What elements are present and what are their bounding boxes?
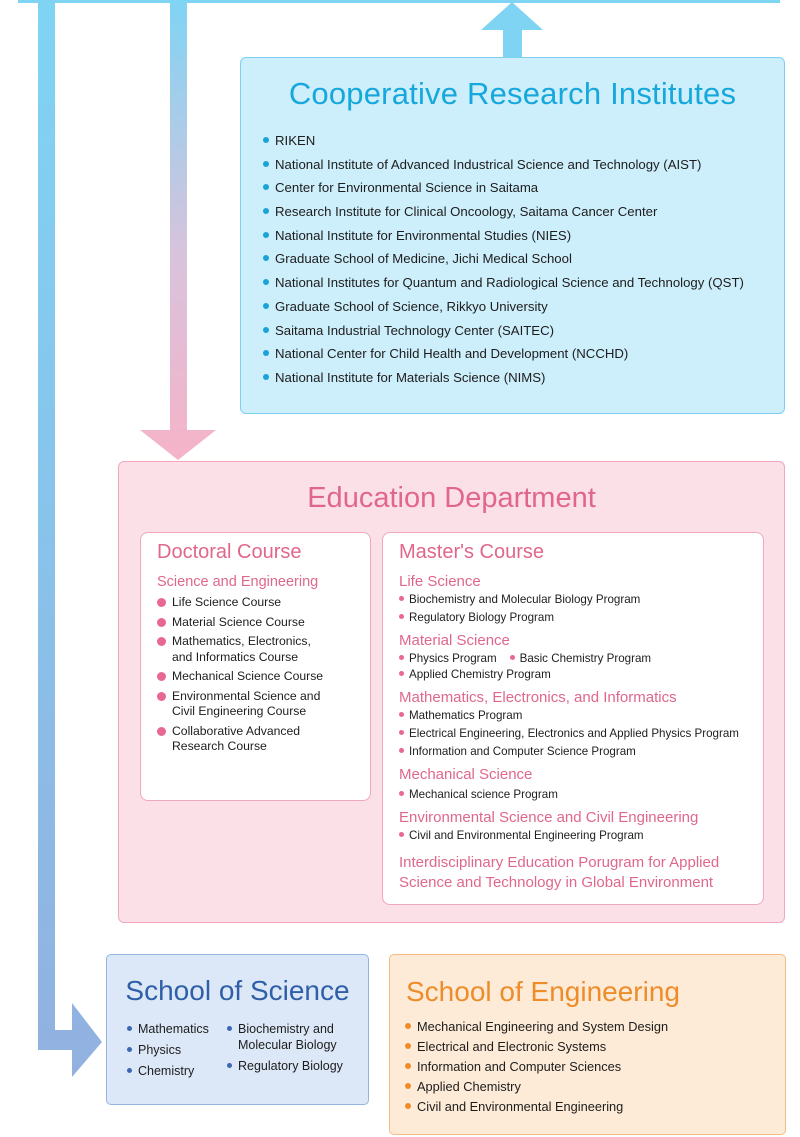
- engineering-list: Mechanical Engineering and System Design…: [405, 1017, 668, 1117]
- cri-item: National Institutes for Quantum and Radi…: [263, 271, 744, 295]
- school-of-science-box: School of Science Mathematics Physics Ch…: [106, 954, 369, 1105]
- bullet-icon: [263, 373, 269, 380]
- ms-mechanical-title: Mechanical Science: [399, 766, 533, 783]
- cri-item: Center for Environmental Science in Sait…: [263, 176, 744, 200]
- top-connector-bar: [18, 0, 780, 3]
- doctoral-title: Doctoral Course: [157, 541, 302, 563]
- bullet-icon: [263, 231, 269, 238]
- bullet-icon: [227, 1026, 232, 1031]
- cri-item: National Center for Child Health and Dev…: [263, 342, 744, 366]
- engineering-item: Information and Computer Sciences: [405, 1057, 668, 1077]
- arrow-to-science: [38, 0, 102, 1077]
- bullet-icon: [263, 279, 269, 286]
- ms-material-science-title: Material Science: [399, 632, 510, 649]
- engineering-item: Applied Chemistry: [405, 1077, 668, 1097]
- bullet-icon: [405, 1063, 411, 1069]
- doctoral-course-list: Life Science Course Material Science Cou…: [157, 595, 323, 759]
- bullet-icon: [405, 1083, 411, 1089]
- bullet-icon: [399, 614, 404, 619]
- bullet-icon: [263, 160, 269, 167]
- cri-item: National Institute of Advanced Industric…: [263, 153, 744, 177]
- ms-program-item: Mechanical science Program: [399, 788, 558, 801]
- ms-program-item: Regulatory Biology Program: [399, 611, 554, 624]
- bullet-icon: [399, 671, 404, 676]
- bullet-icon: [399, 832, 404, 837]
- engineering-item: Mechanical Engineering and System Design: [405, 1017, 668, 1037]
- bullet-icon: [399, 596, 404, 601]
- doctoral-item: Life Science Course: [157, 595, 323, 611]
- school-of-engineering-box: School of Engineering Mechanical Enginee…: [389, 954, 786, 1135]
- bullet-icon: [399, 712, 404, 717]
- bullet-icon: [405, 1103, 411, 1109]
- bullet-icon: [263, 326, 269, 333]
- doctoral-item: Mathematics, Electronics,and Informatics…: [157, 634, 323, 665]
- bullet-icon: [263, 184, 269, 191]
- bullet-icon: [405, 1043, 411, 1049]
- engineering-item: Electrical and Electronic Systems: [405, 1037, 668, 1057]
- ms-mathematics-title: Mathematics, Electronics, and Informatic…: [399, 689, 677, 706]
- engineering-item: Civil and Environmental Engineering: [405, 1097, 668, 1117]
- science-title: School of Science: [125, 975, 350, 1006]
- doctoral-subtitle: Science and Engineering: [157, 574, 319, 590]
- bullet-icon: [263, 255, 269, 262]
- up-arrow-to-cri: [481, 2, 543, 57]
- masters-course-panel: Master's Course Life Science Biochemistr…: [382, 532, 764, 905]
- bullet-icon: [263, 208, 269, 215]
- cri-item: Research Institute for Clinical Oncoolog…: [263, 200, 744, 224]
- cri-item: National Institute for Environmental Stu…: [263, 224, 744, 248]
- doctoral-item: Mechanical Science Course: [157, 669, 323, 685]
- cri-item: RIKEN: [263, 129, 744, 153]
- edu-title: Education Department: [307, 482, 596, 514]
- bullet-icon: [263, 137, 269, 143]
- bullet-icon: [127, 1047, 132, 1052]
- education-department-box: Education Department Doctoral Course Sci…: [118, 461, 785, 923]
- ms-life-science-title: Life Science: [399, 573, 481, 590]
- bullet-icon: [399, 730, 404, 735]
- ms-program-item: Biochemistry and Molecular Biology Progr…: [399, 593, 640, 606]
- bullet-icon: [227, 1063, 232, 1068]
- cri-item: Graduate School of Science, Rikkyo Unive…: [263, 295, 744, 319]
- bullet-icon: [405, 1023, 411, 1029]
- science-item: Chemistry: [127, 1063, 194, 1079]
- bullet-icon: [399, 791, 404, 796]
- ms-program-item: Mathematics Program: [399, 709, 522, 722]
- science-item: Regulatory Biology: [227, 1058, 343, 1074]
- masters-title: Master's Course: [399, 541, 544, 563]
- ms-program-item: Civil and Environmental Engineering Prog…: [399, 829, 644, 842]
- ms-program-item: Information and Computer Science Program: [399, 745, 636, 758]
- ms-environmental-title: Environmental Science and Civil Engineer…: [399, 809, 699, 826]
- ms-program-item: Electrical Engineering, Electronics and …: [399, 727, 739, 740]
- bullet-icon: [399, 748, 404, 753]
- bullet-icon: [263, 350, 269, 357]
- cri-item: National Institute for Materials Science…: [263, 366, 744, 390]
- doctoral-course-panel: Doctoral Course Science and Engineering …: [140, 532, 371, 801]
- bullet-icon: [509, 655, 515, 660]
- cri-list: RIKEN National Institute of Advanced Ind…: [263, 129, 744, 390]
- science-item: Physics: [127, 1042, 181, 1058]
- bullet-icon: [399, 655, 404, 660]
- cri-item: Graduate School of Medicine, Jichi Medic…: [263, 247, 744, 271]
- cri-item: Saitama Industrial Technology Center (SA…: [263, 319, 744, 343]
- bullet-icon: [127, 1068, 132, 1073]
- bullet-icon: [127, 1026, 132, 1031]
- ms-interdisciplinary-title: Interdisciplinary Education Porugram for…: [399, 854, 720, 891]
- down-arrow-to-edu: [140, 0, 216, 460]
- bullet-icon: [263, 302, 269, 309]
- ms-program-item: Applied Chemistry Program: [399, 668, 551, 681]
- engineering-title: School of Engineering: [406, 976, 680, 1007]
- doctoral-item: Material Science Course: [157, 615, 323, 631]
- science-item: Mathematics: [127, 1021, 209, 1037]
- cri-title: Cooperative Research Institutes: [288, 76, 737, 111]
- cooperative-research-institutes-box: Cooperative Research Institutes RIKEN Na…: [240, 57, 785, 414]
